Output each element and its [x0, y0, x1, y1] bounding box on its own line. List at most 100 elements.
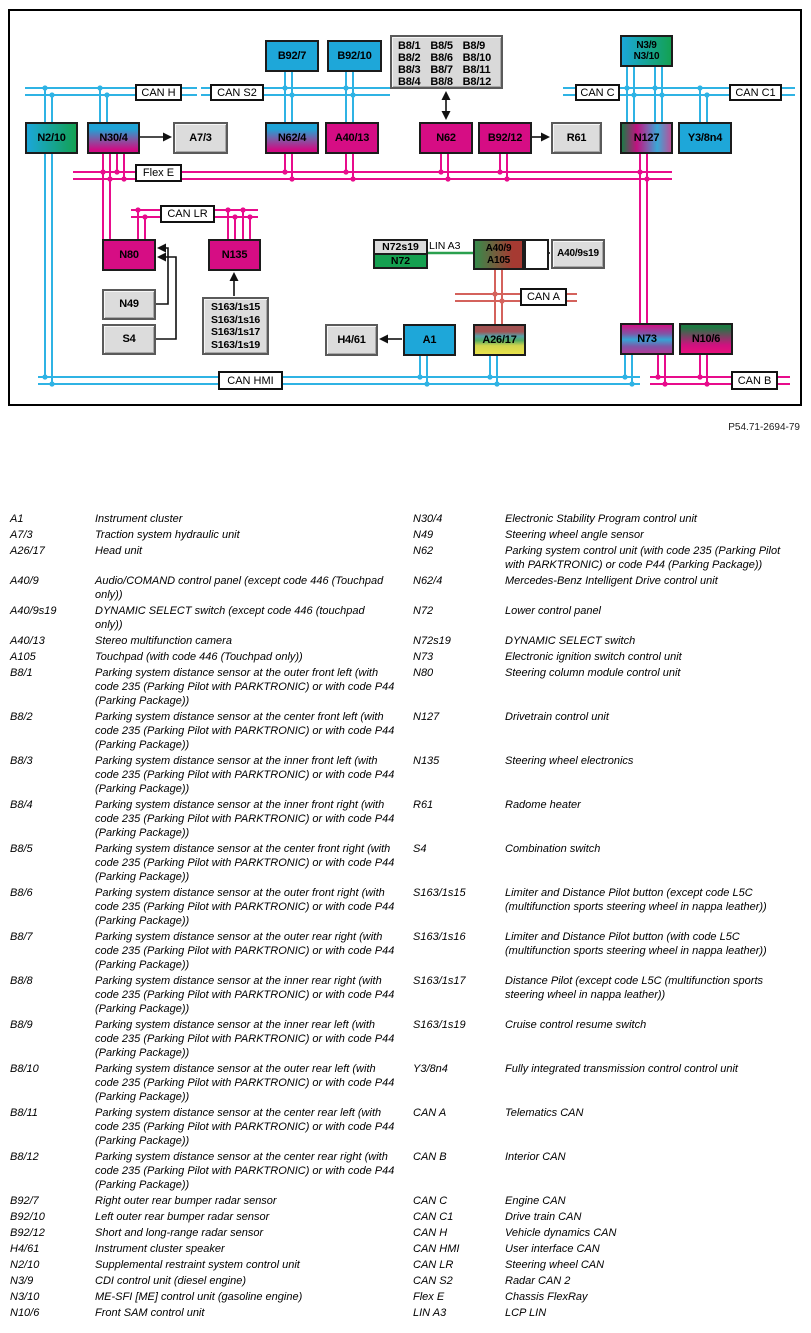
legend-code-right: N30/4 — [413, 513, 443, 525]
legend-code-right: N62/4 — [413, 575, 443, 587]
b8-sensor-label: B8/9 — [462, 40, 486, 52]
legend-row: N10/6 Front SAM control unit LIN A3 LCP … — [10, 1306, 802, 1320]
bus-label-can-b: CAN B — [731, 371, 778, 390]
node-n3-9-label: N3/9 — [636, 39, 657, 51]
legend-code-left: A105 — [10, 651, 36, 663]
legend-desc-left: Parking system distance sensor at the ou… — [95, 667, 395, 707]
b8-sensor-label: B8/10 — [462, 52, 492, 64]
legend-row: B92/12 Short and long-range radar sensor… — [10, 1226, 802, 1240]
legend-code-left: N3/10 — [10, 1291, 40, 1303]
legend-desc-right: Cruise control resume switch — [505, 1019, 647, 1031]
legend-desc-right: Steering column module control unit — [505, 667, 681, 679]
legend-code-left: N2/10 — [10, 1259, 40, 1271]
s163-switch-label: S163/1s16 — [211, 313, 260, 326]
legend-desc-right: DYNAMIC SELECT switch — [505, 635, 636, 647]
legend-code-right: S163/1s16 — [413, 931, 466, 943]
legend-row: B8/7 Parking system distance sensor at t… — [10, 930, 802, 972]
legend-desc-left: Parking system distance sensor at the ce… — [95, 1107, 395, 1147]
legend-code-left: B8/6 — [10, 887, 33, 899]
legend-desc-right: Radome heater — [505, 799, 581, 811]
legend-code-right: CAN A — [413, 1107, 447, 1119]
legend-code-right: N49 — [413, 529, 434, 541]
node-n49: N49 — [102, 289, 156, 320]
legend-desc-right: Steering wheel CAN — [505, 1259, 605, 1271]
s163-switch-label: S163/1s15 — [211, 301, 260, 314]
legend-code-left: A40/9 — [10, 575, 39, 587]
legend-desc-left: Parking system distance sensor at the ce… — [95, 711, 395, 751]
legend-desc-right: Radar CAN 2 — [505, 1275, 571, 1287]
node-s4: S4 — [102, 324, 156, 355]
node-a40-9-label: A40/9 — [485, 243, 512, 254]
legend-row: B8/8 Parking system distance sensor at t… — [10, 974, 802, 1016]
node-n127: N127 — [620, 122, 673, 154]
legend-code-left: B8/12 — [10, 1151, 39, 1163]
legend-code-right: R61 — [413, 799, 434, 811]
legend-row: H4/61 Instrument cluster speaker CAN HMI… — [10, 1242, 802, 1256]
node-r61: R61 — [551, 122, 602, 154]
legend-code-left: B8/11 — [10, 1107, 38, 1119]
node-n3-9-n3-10: N3/9 N3/10 — [620, 35, 673, 67]
legend-desc-right: Steering wheel angle sensor — [505, 529, 644, 541]
node-a40-9s19: A40/9s19 — [551, 239, 605, 269]
b8-sensor-label: B8/12 — [462, 76, 492, 88]
legend-row: B8/3 Parking system distance sensor at t… — [10, 754, 802, 796]
bus-label-can-c: CAN C — [575, 84, 620, 101]
legend-row: B8/2 Parking system distance sensor at t… — [10, 710, 802, 752]
legend-desc-right: Fully integrated transmission control co… — [505, 1063, 738, 1075]
legend-code-right: LIN A3 — [413, 1307, 447, 1319]
legend-code-right: Flex E — [413, 1291, 445, 1303]
legend-code-left: B8/1 — [10, 667, 33, 679]
legend-code-right: N127 — [413, 711, 440, 723]
legend-desc-left: DYNAMIC SELECT switch (except code 446 (… — [95, 605, 365, 631]
legend-code-right: N72 — [413, 605, 434, 617]
legend-code-left: A40/13 — [10, 635, 45, 647]
figure-number: P54.71-2694-79 — [728, 422, 800, 433]
legend-row: N3/10 ME-SFI [ME] control unit (gasoline… — [10, 1290, 802, 1304]
bus-label-can-hmi: CAN HMI — [218, 371, 283, 390]
legend-code-right: N80 — [413, 667, 434, 679]
legend-code-left: B8/3 — [10, 755, 33, 767]
node-n72s19-label: N72s19 — [375, 241, 426, 255]
node-a26-17: A26/17 — [473, 324, 526, 356]
legend-desc-right: Drivetrain control unit — [505, 711, 609, 723]
b8-sensor-label: B8/6 — [430, 52, 453, 64]
legend-desc-left: Audio/COMAND control panel (except code … — [95, 575, 384, 601]
legend-code-right: Y3/8n4 — [413, 1063, 448, 1075]
legend-row: N3/9 CDI control unit (diesel engine) CA… — [10, 1274, 802, 1288]
node-b92-12: B92/12 — [478, 122, 532, 154]
legend-code-right: CAN H — [413, 1227, 448, 1239]
legend-code-right: CAN LR — [413, 1259, 454, 1271]
legend-code-right: S163/1s19 — [413, 1019, 466, 1031]
legend-desc-right: Combination switch — [505, 843, 601, 855]
b8-sensor-label: B8/7 — [430, 64, 453, 76]
magenta-junction-dots — [100, 169, 710, 387]
legend-code-left: B8/9 — [10, 1019, 33, 1031]
legend-row: A40/13 Stereo multifunction camera N72s1… — [10, 634, 802, 648]
legend-row: B8/6 Parking system distance sensor at t… — [10, 886, 802, 928]
legend-code-left: B8/4 — [10, 799, 33, 811]
legend-code-left: H4/61 — [10, 1243, 40, 1255]
legend-desc-left: Parking system distance sensor at the ou… — [95, 887, 395, 927]
node-a105-label: A105 — [486, 254, 511, 266]
bus-label-can-lr: CAN LR — [160, 205, 215, 223]
b8-sensor-label: B8/11 — [462, 64, 491, 76]
legend-code-left: B92/12 — [10, 1227, 45, 1239]
legend-code-right: CAN S2 — [413, 1275, 453, 1287]
b8-sensor-label: B8/2 — [398, 52, 421, 64]
legend-desc-left: Right outer rear bumper radar sensor — [95, 1195, 277, 1207]
node-n30-4: N30/4 — [87, 122, 140, 154]
node-n2-10: N2/10 — [25, 122, 78, 154]
legend-row: B8/1 Parking system distance sensor at t… — [10, 666, 802, 708]
b8-sensor-label: B8/8 — [430, 76, 453, 88]
node-n3-10-label: N3/10 — [633, 51, 660, 62]
node-a40-9-a105: A40/9 A105 — [473, 239, 524, 270]
node-n10-6: N10/6 — [679, 323, 733, 355]
bus-label-flex-e: Flex E — [135, 164, 182, 182]
legend-desc-right: Limiter and Distance Pilot button (with … — [505, 931, 767, 957]
cyan-junction-dots — [42, 85, 710, 387]
legend-row: A40/9s19 DYNAMIC SELECT switch (except c… — [10, 604, 802, 632]
b8-sensor-label: B8/1 — [398, 40, 421, 52]
